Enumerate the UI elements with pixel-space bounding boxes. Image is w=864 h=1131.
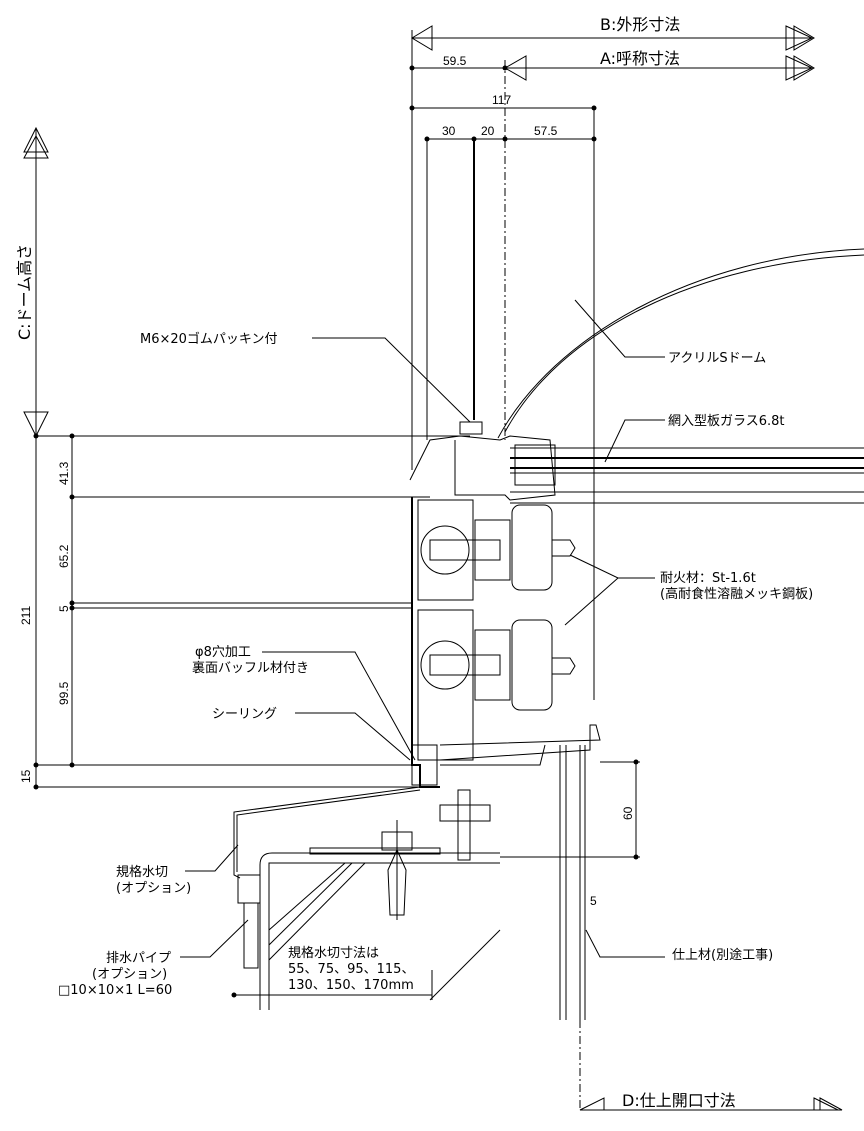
dimension-c-label: C:ドーム高さ: [15, 244, 34, 340]
dim-57-5: 57.5: [534, 124, 558, 138]
dim-59-5: 59.5: [443, 54, 467, 68]
dimension-d-label: D:仕上開口寸法: [622, 1091, 736, 1110]
dimension-117: 117: [409, 93, 597, 111]
dim-41-3: 41.3: [57, 461, 71, 485]
note-flashing-sizes: 規格水切寸法は: [288, 945, 379, 961]
dimension-a: 59.5 A:呼称寸法: [409, 49, 815, 81]
arrow-left-icon: [411, 25, 433, 51]
arrow-right-icon: [785, 55, 814, 81]
dim-20: 20: [481, 124, 495, 138]
curb: [231, 820, 501, 1010]
wired-glass: [510, 447, 864, 504]
dimension-a-label: A:呼称寸法: [600, 49, 680, 68]
flashing: [233, 786, 421, 969]
dim-211: 211: [19, 606, 33, 625]
dim-5-finish: 5: [590, 894, 597, 908]
arrow-left-icon: [503, 55, 527, 81]
callout-dome: アクリルSドーム: [668, 351, 766, 366]
dim-60: 60: [621, 806, 635, 820]
arrow-left-icon: [579, 1097, 605, 1111]
note-flashing-sizes-3: 130、150、170mm: [288, 978, 414, 993]
dimension-d: D:仕上開口寸法: [579, 1091, 843, 1111]
callout-drain-size: □10×10×1 L=60: [58, 983, 172, 998]
arrow-up-icon: [23, 126, 49, 153]
bolt-head: [459, 421, 483, 435]
callout-bolt: M6×20ゴムパッキン付: [140, 331, 278, 347]
callout-flashing-option: (オプション): [116, 881, 191, 896]
sealing: [411, 744, 438, 786]
callout-glass: 網入型板ガラス6.8t: [668, 414, 785, 429]
drain-pipe: [243, 902, 259, 969]
dim-15: 15: [19, 769, 33, 783]
callout-fireproof: 耐火材：St-1.6t: [660, 571, 756, 586]
callout-drain: 排水パイプ: [106, 951, 171, 966]
anchor-bolt: [387, 848, 407, 916]
dimension-c: C:ドーム高さ 211 15: [15, 126, 49, 787]
dim-117: 117: [492, 93, 511, 107]
dimension-b: B:外形寸法: [411, 15, 815, 51]
arrow-right-icon: [785, 25, 814, 51]
callout-drain-option: (オプション): [92, 967, 167, 982]
arrow-right-icon: [813, 1097, 839, 1111]
dimension-60: 60: [500, 759, 640, 860]
leaders: [180, 299, 665, 958]
height-dimensions: 41.3 65.2 5 99.5: [33, 433, 470, 790]
dim-5: 5: [57, 605, 71, 612]
dim-99-5: 99.5: [57, 681, 71, 705]
callout-hole: φ8穴加工: [195, 645, 251, 660]
acrylic-dome: [504, 254, 864, 433]
note-flashing-sizes-2: 55、75、95、115、: [288, 962, 414, 977]
callout-flashing: 規格水切: [116, 864, 168, 880]
callout-finish: 仕上材(別途工事): [672, 947, 773, 963]
dimension-row-3: 30 20 57.5: [424, 124, 597, 142]
finish-material: 5: [559, 745, 597, 1110]
dim-30: 30: [442, 124, 456, 138]
frame-profile: [409, 421, 601, 861]
callout-baffle: 裏面バッフル材付き: [192, 661, 309, 676]
arrow-down-icon: [23, 411, 49, 438]
dim-65-2: 65.2: [57, 544, 71, 568]
callout-fireproof-note: (高耐食性溶融メッキ鋼板): [660, 586, 813, 602]
callout-sealing: シーリング: [212, 707, 277, 722]
dimension-b-label: B:外形寸法: [600, 15, 680, 34]
